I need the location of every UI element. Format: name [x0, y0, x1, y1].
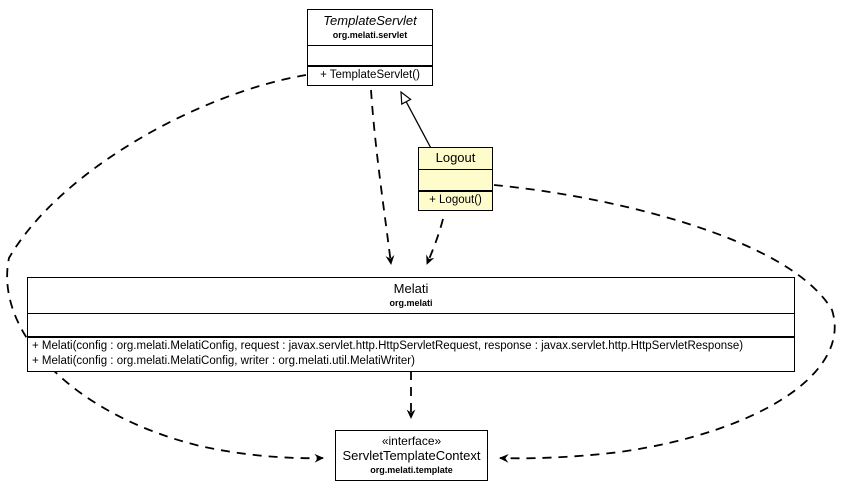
class-package-template-servlet: org.melati.servlet — [332, 30, 408, 40]
edge-logout-uses-melati — [426, 218, 444, 265]
operation-row: + Logout() — [429, 194, 482, 206]
class-attributes-logout — [419, 170, 492, 192]
class-header-template-servlet: TemplateServlet org.melati.servlet — [308, 10, 432, 46]
class-name-melati: Melati — [393, 281, 429, 296]
class-node-melati[interactable]: Melati org.melati + Melati(config : org.… — [27, 277, 795, 372]
class-header-logout: Logout — [419, 148, 492, 170]
class-node-template-servlet[interactable]: TemplateServlet org.melati.servlet + Tem… — [307, 9, 433, 86]
class-operations-melati: + Melati(config : org.melati.MelatiConfi… — [28, 338, 794, 371]
class-package-melati: org.melati — [389, 298, 433, 308]
interface-header-servlet-template-context: «interface» ServletTemplateContext org.m… — [336, 431, 487, 480]
operation-row: + TemplateServlet() — [320, 69, 420, 81]
class-operations-template-servlet: + TemplateServlet() — [308, 67, 432, 85]
class-header-melati: Melati org.melati — [28, 278, 794, 314]
edge-templateservlet-uses-melati — [370, 89, 395, 265]
edge-templateservlet-uses-servlettemplatecontext — [6, 74, 324, 463]
interface-name-servlet-template-context: ServletTemplateContext — [342, 448, 481, 463]
class-attributes-melati — [28, 314, 794, 338]
interface-node-servlet-template-context[interactable]: «interface» ServletTemplateContext org.m… — [335, 430, 488, 481]
operation-row: + Melati(config : org.melati.MelatiConfi… — [32, 340, 744, 352]
interface-stereotype: «interface» — [381, 434, 442, 448]
class-node-logout[interactable]: Logout + Logout() — [418, 147, 493, 211]
class-operations-logout: + Logout() — [419, 192, 492, 210]
edge-logout-extends-templateservlet — [400, 90, 434, 153]
operation-row: + Melati(config : org.melati.MelatiConfi… — [32, 355, 415, 367]
interface-package-servlet-template-context: org.melati.template — [370, 465, 453, 475]
class-attributes-template-servlet — [308, 46, 432, 67]
class-name-template-servlet: TemplateServlet — [323, 13, 417, 28]
class-name-logout: Logout — [435, 150, 476, 165]
